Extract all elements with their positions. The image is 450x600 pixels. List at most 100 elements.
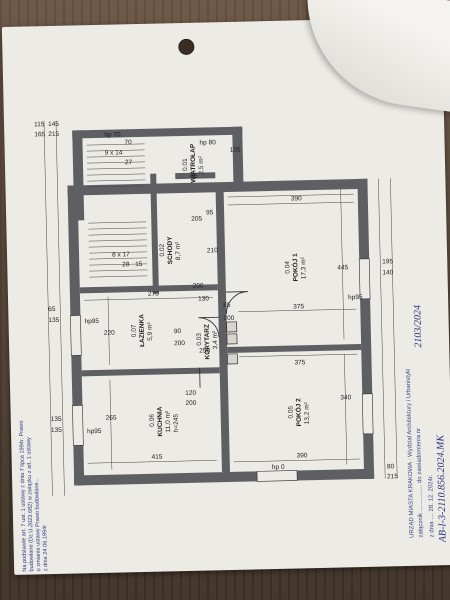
room-pokoj1: 0.04 POKÓJ 1 17,3 m² — [284, 253, 308, 282]
hp95-bathroom: hp95 — [84, 318, 99, 325]
room-lazienka: 0.07 ŁAZIENKA 5,9 m² — [131, 314, 154, 347]
window-south — [256, 470, 298, 482]
room-area: 8,7 m² — [175, 241, 182, 260]
dim-265: 265 — [106, 415, 117, 422]
dim-135-c: 135 — [51, 427, 62, 434]
dim-340: 340 — [340, 394, 351, 401]
dim-105: 105 — [230, 147, 241, 154]
dim-200-b: 200 — [185, 400, 196, 407]
rooms-divider-wall — [227, 343, 362, 354]
legal-note-line-2: budowlane (Dz.U.2023.682) w związku z ar… — [26, 437, 35, 572]
dim-200-c: 200 — [223, 315, 234, 322]
room-area: 2,5 m² — [198, 155, 205, 174]
hp95-east: hp95 — [348, 294, 363, 301]
hp0-south: hp 0 — [272, 464, 285, 471]
dim-390-top: 390 — [291, 195, 302, 202]
window-west-2 — [70, 315, 82, 356]
inner-wall-vertical — [215, 187, 230, 473]
legal-note-line-1: Na podstawie art. 7 ust. 1 ustawy z dnia… — [19, 421, 28, 572]
room-area: 13,2 m² — [303, 401, 311, 424]
stair-treads-upper — [86, 143, 146, 188]
room-name: KUCHNIA — [156, 406, 164, 436]
room-number: 0.03 — [196, 333, 203, 346]
room-area: 17,3 m² — [300, 256, 308, 279]
room-name: WIATROŁAP — [190, 143, 198, 183]
south-wall — [74, 468, 375, 486]
room-schody: 0.02 SCHODY 8,7 m² — [159, 236, 182, 265]
handwritten-case-number: 2103/2024 — [412, 305, 424, 348]
stair-treads-lower — [88, 221, 148, 278]
window-east-1 — [358, 258, 371, 300]
dim-90: 90 — [174, 328, 182, 335]
dim-375-a: 375 — [293, 303, 304, 310]
stair-flight-1-a: 27 — [125, 159, 133, 166]
room-number: 0.04 — [284, 261, 291, 274]
dim-215-b: 215 — [48, 131, 59, 138]
dim-390-bottom: 390 — [297, 452, 308, 459]
window-east-2 — [361, 393, 374, 435]
door-swing-lazienka — [198, 316, 220, 338]
stamp-line-1: URZĄD MIASTA KRAKOWA · Wydział Architekt… — [406, 369, 416, 538]
corridor-wall — [175, 172, 216, 180]
stair-inner-wall — [150, 173, 159, 294]
hp80-vestibule: hp 80 — [199, 139, 216, 146]
floor-plan-sheet: 0.01 WIATROŁAP 2,5 m² 0.02 SCHODY 8,7 m²… — [1, 17, 450, 575]
room-name: POKÓJ 2 — [293, 398, 303, 427]
dim-115: 115 — [34, 121, 45, 128]
room-name: SCHODY — [167, 236, 175, 265]
room-area: 3,4 m² — [212, 330, 219, 349]
stair-flight-2-b: 15 — [135, 261, 143, 268]
stair-flight-2-a: 28 — [122, 261, 130, 268]
chimney-flue-2 — [226, 333, 238, 345]
room-wiatrolap: 0.01 WIATROŁAP 2,5 m² — [182, 143, 205, 183]
room-area: 5,9 m² — [147, 321, 154, 340]
dim-250: 250 — [199, 347, 210, 354]
room-name: ŁAZIENKA — [138, 314, 146, 347]
room-kuchnia: 0.06 KUCHNIA 11,0 m² h=245 — [149, 406, 180, 436]
handwritten-reference: AB-I-3-2110.856.2024.MK — [435, 433, 448, 543]
bathroom-south-wall — [81, 367, 220, 377]
dim-270: 270 — [148, 291, 159, 298]
dim-145: 145 — [48, 121, 59, 128]
room-pokoj2: 0.05 POKÓJ 2 13,2 m² — [288, 398, 311, 427]
dim-415: 415 — [152, 454, 163, 461]
hp95-kitchen: hp95 — [87, 428, 102, 435]
stamp-line-3: z dnia .... 28. 12. 2024r. — [428, 474, 435, 537]
dim-135-a: 135 — [48, 317, 59, 324]
room-name: POKÓJ 1 — [290, 253, 300, 282]
dim-135-b: 135 — [51, 416, 62, 423]
stair-flight-1-b: 70 — [124, 139, 132, 146]
dim-120: 120 — [185, 390, 196, 397]
room-number: 0.01 — [182, 158, 189, 171]
chimney-flue-3 — [226, 353, 238, 365]
window-west-1 — [72, 405, 84, 446]
dim-65: 65 — [48, 306, 56, 313]
handwritten-number: 2103/2024 — [412, 305, 424, 348]
dim-220: 220 — [104, 330, 115, 337]
dim-205: 205 — [191, 216, 202, 223]
handwritten-reference-text: AB-I-3-2110.856.2024.MK — [435, 433, 448, 543]
stair-flight-2: 8 x 17 — [112, 251, 130, 258]
dim-210: 210 — [207, 247, 218, 254]
dim-200-a: 200 — [174, 340, 185, 347]
dimension-lines — [43, 120, 398, 497]
dim-85-b: 85 — [190, 173, 198, 180]
legal-note-line-4: z dnia 24.06.1994r — [42, 525, 49, 572]
dim-95: 95 — [206, 209, 214, 216]
door-swing-pokoj1 — [225, 291, 248, 315]
dim-80: 80 — [387, 463, 395, 470]
room-number: 0.07 — [131, 324, 138, 337]
vestibule-east-wall — [232, 126, 244, 187]
dim-445: 445 — [337, 264, 348, 271]
dim-215: 215 — [387, 473, 398, 480]
room-height: h=245 — [173, 413, 180, 432]
room-number: 0.06 — [149, 414, 156, 427]
stamp-line-2: załącznik ................ do zawiadomie… — [416, 428, 424, 538]
room-name: KORYTARZ — [204, 324, 212, 360]
room-number: 0.02 — [159, 243, 166, 256]
room-korytarz: 0.03 KORYTARZ 3,4 m² — [196, 324, 219, 360]
chimney-flue-1 — [226, 321, 238, 333]
floor-plan-drawing: 0.01 WIATROŁAP 2,5 m² 0.02 SCHODY 8,7 m²… — [19, 120, 449, 572]
bathroom-north-wall — [79, 284, 218, 294]
dim-195: 195 — [382, 258, 393, 265]
